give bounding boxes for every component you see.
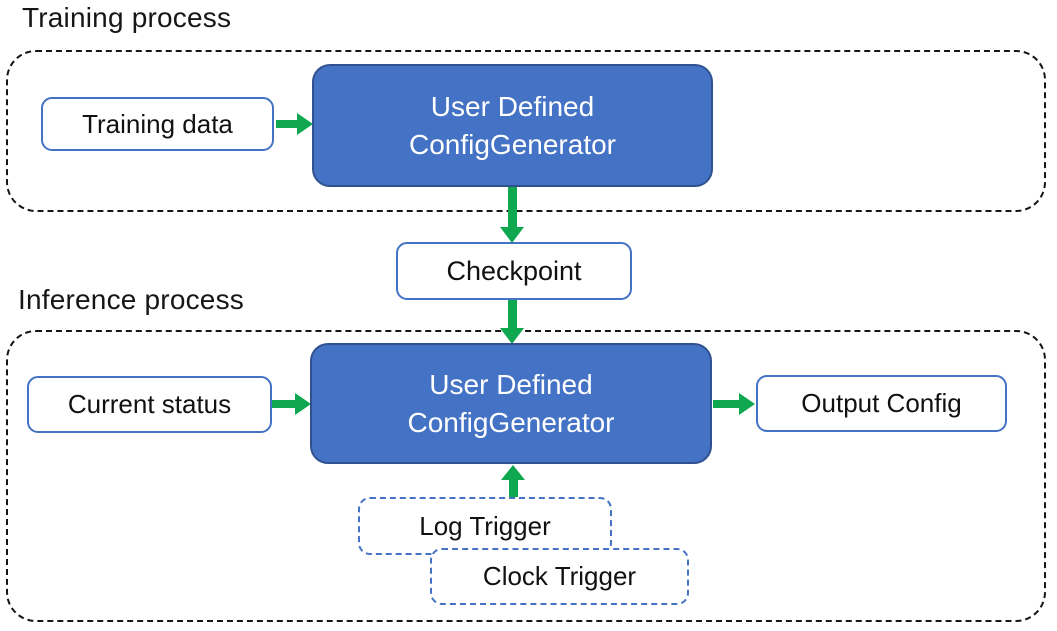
arrow-right-icon-current-status-to-generator: [272, 393, 311, 415]
training-config-generator-box: User Defined ConfigGenerator: [312, 64, 713, 187]
training-data-box: Training data: [41, 97, 274, 151]
inference-generator-line1: User Defined: [429, 368, 593, 400]
checkpoint-label: Checkpoint: [446, 255, 582, 286]
arrow-down-icon-generator-to-checkpoint: [500, 187, 524, 243]
output-config-box: Output Config: [756, 375, 1007, 432]
inference-process-container: [6, 330, 1046, 622]
checkpoint-box: Checkpoint: [396, 242, 632, 300]
training-generator-line2: ConfigGenerator: [408, 128, 616, 160]
inference-process-title: Inference process: [18, 284, 244, 315]
log-trigger-label: Log Trigger: [419, 510, 551, 541]
output-config-label: Output Config: [801, 388, 962, 418]
training-process-title: Training process: [22, 2, 232, 33]
log-trigger-box: Log Trigger: [358, 497, 612, 555]
arrow-up-icon-triggers-to-generator: [501, 465, 525, 497]
arrow-right-icon-training-data-to-generator: [276, 113, 313, 135]
training-generator-line1: User Defined: [430, 90, 595, 122]
training-data-label: Training data: [82, 108, 233, 139]
current-status-box: Current status: [27, 376, 272, 433]
training-process-container: [6, 50, 1046, 212]
clock-trigger-label: Clock Trigger: [482, 561, 637, 591]
arrow-right-icon-generator-to-output: [713, 393, 755, 415]
clock-trigger-box: Clock Trigger: [430, 548, 689, 605]
current-status-label: Current status: [67, 389, 232, 419]
inference-config-generator-box: User Defined ConfigGenerator: [310, 343, 712, 464]
arrow-down-icon-checkpoint-to-generator: [500, 300, 524, 344]
inference-generator-line2: ConfigGenerator: [407, 406, 615, 438]
